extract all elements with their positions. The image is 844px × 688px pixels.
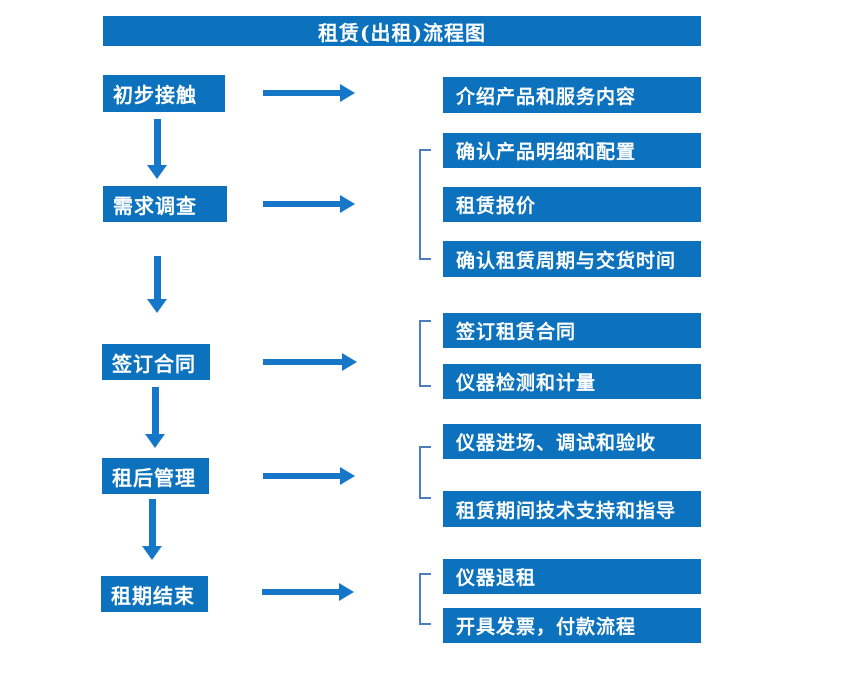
arrow-head-icon — [340, 467, 355, 485]
output-box-invoice-payment: 开具发票，付款流程 — [443, 608, 701, 643]
arrow-down-1 — [147, 119, 167, 179]
output-box-technical-support: 租赁期间技术支持和指导 — [443, 491, 701, 527]
bracket-group-rental-end — [419, 573, 431, 625]
arrow-head-icon — [342, 353, 357, 371]
bracket-group-post-rental-management — [419, 446, 431, 499]
arrow-shaft — [262, 589, 339, 595]
arrow-down-2 — [147, 256, 167, 313]
arrow-head-icon — [339, 583, 354, 601]
output-box-instrument-testing: 仪器检测和计量 — [443, 364, 701, 399]
arrow-shaft — [153, 256, 161, 299]
arrow-head-icon — [145, 434, 165, 448]
arrow-shaft — [263, 90, 340, 96]
stage-box-sign-contract: 签订合同 — [102, 344, 210, 380]
stage-box-initial-contact: 初步接触 — [103, 75, 225, 112]
arrow-right-rental-end — [262, 583, 354, 601]
output-box-instrument-setup-acceptance: 仪器进场、调试和验收 — [443, 424, 701, 459]
arrow-shaft — [148, 499, 156, 546]
arrow-right-post-rental-management — [263, 467, 355, 485]
arrow-right-initial-contact — [263, 84, 355, 102]
output-box-rental-quote: 租赁报价 — [443, 187, 701, 222]
arrow-shaft — [263, 473, 340, 479]
arrow-head-icon — [340, 195, 355, 213]
output-box-introduce-products: 介绍产品和服务内容 — [443, 77, 701, 113]
arrow-shaft — [263, 201, 340, 207]
bracket-group-needs-survey — [419, 149, 431, 260]
bracket-group-sign-contract — [419, 320, 431, 387]
arrow-head-icon — [340, 84, 355, 102]
arrow-shaft — [153, 119, 161, 165]
arrow-head-icon — [147, 299, 167, 313]
arrow-right-sign-contract — [263, 353, 357, 371]
output-box-confirm-details: 确认产品明细和配置 — [443, 133, 701, 168]
stage-box-post-rental-management: 租后管理 — [102, 458, 209, 494]
arrow-shaft — [151, 387, 159, 434]
output-box-sign-rental-contract: 签订租赁合同 — [443, 313, 701, 348]
stage-box-rental-end: 租期结束 — [101, 576, 208, 612]
arrow-head-icon — [142, 546, 162, 560]
output-box-instrument-return: 仪器退租 — [443, 559, 701, 594]
output-box-confirm-period-delivery: 确认租赁周期与交货时间 — [443, 241, 701, 277]
arrow-head-icon — [147, 165, 167, 179]
arrow-down-3 — [145, 387, 165, 448]
stage-box-needs-survey: 需求调查 — [103, 186, 227, 222]
arrow-down-4 — [142, 499, 162, 560]
arrow-shaft — [263, 359, 342, 365]
flowchart-title: 租赁(出租)流程图 — [103, 16, 701, 46]
arrow-right-needs-survey — [263, 195, 355, 213]
